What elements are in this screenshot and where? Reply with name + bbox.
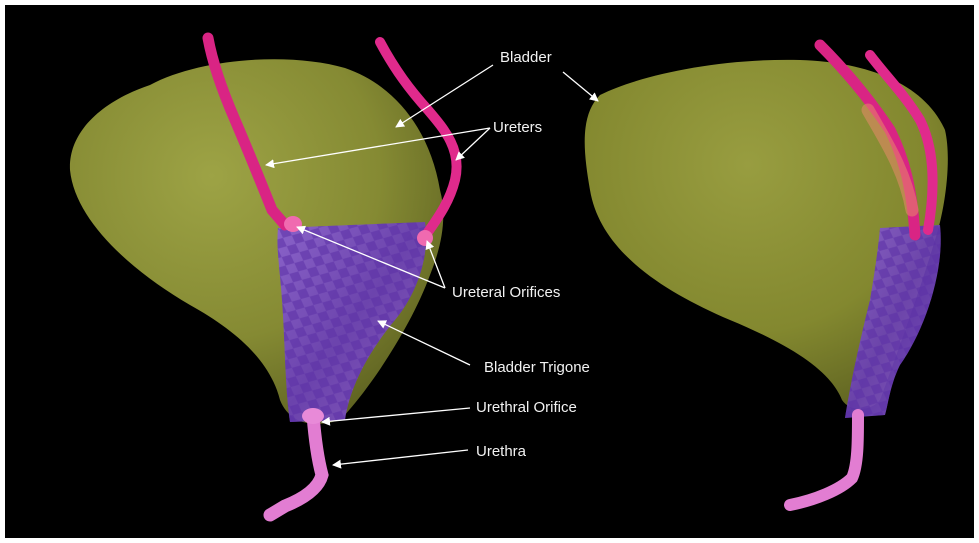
arrow-urethra xyxy=(333,450,468,465)
left-urethra xyxy=(270,415,322,515)
label-ureteral-orifices: Ureteral Orifices xyxy=(452,284,560,301)
label-bladder-trigone: Bladder Trigone xyxy=(484,359,590,376)
left-ureteral-orifice-2 xyxy=(417,230,433,246)
left-urethral-orifice xyxy=(302,408,324,424)
left-ureteral-orifice-1 xyxy=(284,216,302,232)
right-urethra xyxy=(790,415,858,505)
arrow-bladder-right xyxy=(563,72,598,101)
bladder-render-svg: Bladder Ureters Ureteral Orifices Bladde… xyxy=(5,5,974,538)
right-bladder-model xyxy=(585,45,948,505)
anatomy-figure: Bladder Ureters Ureteral Orifices Bladde… xyxy=(5,5,974,538)
left-bladder-model xyxy=(70,38,457,515)
label-urethral-orifice: Urethral Orifice xyxy=(476,399,577,416)
annotation-labels: Bladder Ureters Ureteral Orifices Bladde… xyxy=(452,49,590,460)
label-urethra: Urethra xyxy=(476,443,527,460)
label-bladder: Bladder xyxy=(500,49,552,66)
label-ureters: Ureters xyxy=(493,119,542,136)
